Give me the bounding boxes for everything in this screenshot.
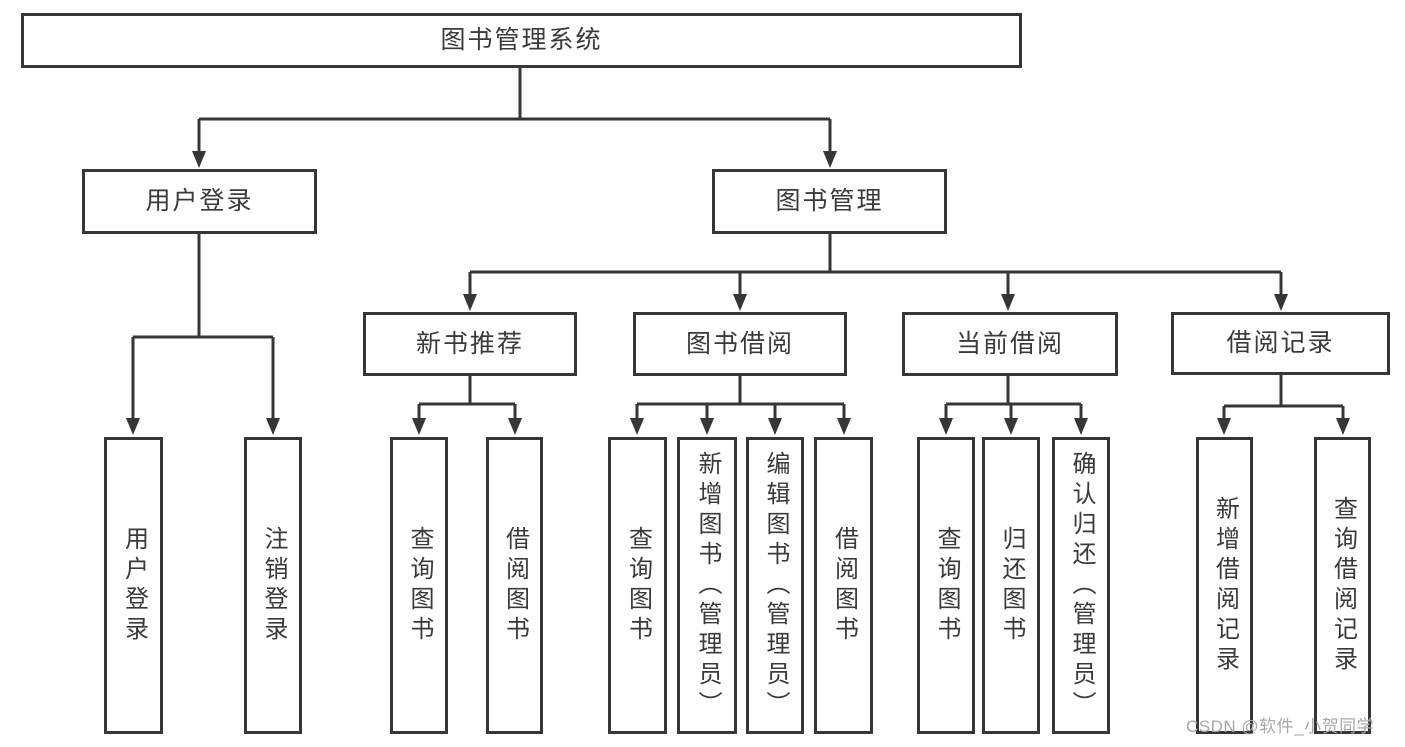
arrowhead (1001, 294, 1015, 311)
node-user-login-label: 用户登录 (145, 187, 254, 215)
connector-current-borrow-children (939, 375, 1088, 435)
node-borrow-book-under-borrow-label: 借阅图书 (830, 525, 858, 646)
arrowhead (823, 151, 837, 168)
node-query-book-under-borrow-label: 查询图书 (624, 525, 652, 646)
watermark: CSDN @软件_小贺同学 (1186, 717, 1375, 736)
arrowhead (463, 294, 477, 311)
arrowhead (1336, 418, 1350, 435)
node-return-book: 归还图书 (982, 437, 1040, 734)
arrowhead (630, 418, 644, 435)
arrowhead (266, 418, 280, 435)
node-book-management-label: 图书管理 (775, 187, 884, 215)
arrowhead (412, 418, 426, 435)
node-query-book-under-borrow: 查询图书 (608, 437, 667, 734)
node-logout-label: 注销登录 (260, 525, 287, 646)
connector-borrow-record-children (1217, 375, 1350, 435)
arrowhead (939, 418, 953, 435)
arrowhead (508, 418, 522, 435)
arrowhead (733, 294, 747, 311)
node-logout: 注销登录 (244, 437, 302, 734)
node-new-book-recommend: 新书推荐 (363, 312, 577, 376)
node-add-borrow-record-label: 新增借阅记录 (1211, 495, 1239, 676)
node-confirm-return-admin-label: 确认归还（管理员） (1068, 450, 1095, 721)
node-borrow-record: 借阅记录 (1171, 312, 1390, 375)
arrowhead (192, 151, 206, 168)
connector-book-management-children (463, 234, 1288, 311)
node-query-borrow-record: 查询借阅记录 (1314, 437, 1371, 734)
node-query-borrow-record-label: 查询借阅记录 (1329, 495, 1357, 676)
node-add-book-admin: 新增图书（管理员） (677, 437, 737, 734)
connector-new-book-children (412, 375, 522, 435)
node-query-book-under-new-book: 查询图书 (390, 437, 448, 734)
node-borrow-record-label: 借阅记录 (1226, 329, 1335, 357)
node-query-book-under-new-book-label: 查询图书 (406, 525, 433, 646)
node-edit-book-admin: 编辑图书（管理员） (746, 437, 804, 734)
node-root: 图书管理系统 (21, 13, 1022, 68)
arrowhead (1274, 294, 1288, 311)
arrowhead (1074, 418, 1088, 435)
arrowhead (837, 418, 851, 435)
connector-user-login-children (126, 234, 280, 435)
node-user-login: 用户登录 (82, 169, 317, 234)
arrowhead (126, 418, 140, 435)
node-user-login-action: 用户登录 (104, 437, 163, 734)
node-borrow-book-under-borrow: 借阅图书 (814, 437, 873, 734)
node-borrow-book-under-new-book: 借阅图书 (486, 437, 543, 734)
node-current-borrow: 当前借阅 (902, 312, 1118, 376)
node-new-book-recommend-label: 新书推荐 (415, 329, 524, 358)
node-book-borrow: 图书借阅 (633, 312, 847, 376)
arrowhead (1004, 418, 1018, 435)
node-query-book-under-current-label: 查询图书 (933, 525, 960, 646)
node-borrow-book-under-new-book-label: 借阅图书 (501, 525, 529, 646)
node-root-label: 图书管理系统 (440, 26, 603, 54)
node-book-management: 图书管理 (712, 169, 947, 234)
node-current-borrow-label: 当前借阅 (955, 329, 1064, 358)
node-add-book-admin-label: 新增图书（管理员） (694, 450, 721, 721)
node-return-book-label: 归还图书 (998, 525, 1025, 646)
connector-root-to-level2 (192, 68, 837, 168)
node-query-book-under-current: 查询图书 (917, 437, 975, 734)
node-confirm-return-admin: 确认归还（管理员） (1052, 437, 1110, 734)
node-book-borrow-label: 图书借阅 (685, 329, 794, 358)
node-edit-book-admin-label: 编辑图书（管理员） (762, 450, 789, 721)
arrowhead (700, 418, 714, 435)
arrowhead (768, 418, 782, 435)
node-user-login-action-label: 用户登录 (120, 525, 148, 646)
connector-book-borrow-children (630, 375, 851, 435)
arrowhead (1217, 418, 1231, 435)
node-add-borrow-record: 新增借阅记录 (1196, 437, 1253, 734)
